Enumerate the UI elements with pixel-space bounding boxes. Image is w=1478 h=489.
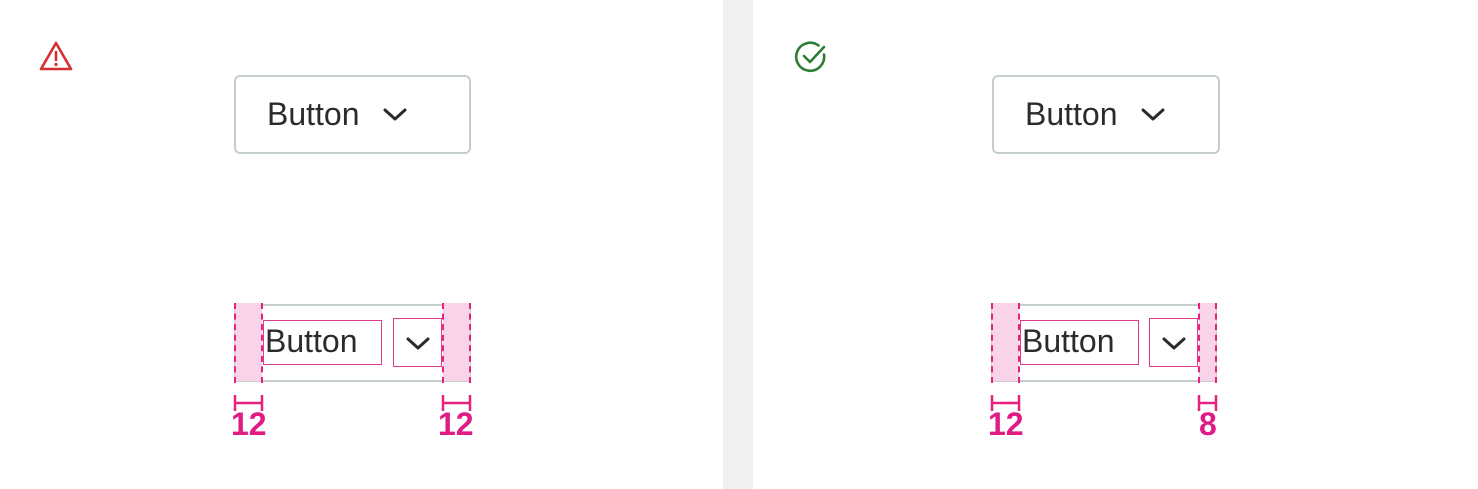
chevron-down-icon — [383, 108, 407, 120]
left-padding-measure — [233, 395, 264, 411]
chevron-down-icon — [1162, 337, 1186, 350]
padding-guide-line — [1215, 303, 1217, 383]
icon-bounding-box — [393, 318, 442, 367]
left-padding-highlight — [992, 303, 1019, 381]
dropdown-button[interactable]: Button — [992, 75, 1220, 154]
left-padding-value: 12 — [231, 406, 267, 442]
right-padding-highlight — [443, 303, 470, 381]
right-padding-value: 12 — [438, 406, 474, 442]
padding-guide-line — [261, 303, 263, 383]
right-padding-measure — [441, 395, 472, 411]
incorrect-example-panel: Button Button 12 12 — [0, 0, 723, 489]
chevron-down-icon — [406, 337, 430, 350]
right-padding-measure — [1197, 395, 1218, 411]
button-label: Button — [267, 96, 360, 132]
right-padding-highlight — [1199, 303, 1216, 381]
chevron-down-icon — [1141, 108, 1165, 120]
padding-guide-line — [442, 303, 444, 383]
dropdown-button[interactable]: Button — [234, 75, 471, 154]
label-bounding-box — [263, 320, 382, 365]
icon-bounding-box — [1149, 318, 1198, 367]
annotated-button-label: Button — [265, 323, 358, 359]
right-padding-value: 8 — [1199, 406, 1217, 442]
padding-annotation: Button — [234, 303, 471, 383]
correct-example-panel: Button Button 12 8 — [753, 0, 1478, 489]
label-bounding-box — [1020, 320, 1139, 365]
left-padding-highlight — [235, 303, 262, 381]
panel-divider — [723, 0, 753, 489]
padding-guide-line — [1198, 303, 1200, 383]
warning-icon — [39, 41, 73, 71]
button-label: Button — [1025, 96, 1118, 132]
padding-guide-line — [469, 303, 471, 383]
left-padding-value: 12 — [988, 406, 1024, 442]
annotated-button-label: Button — [1022, 323, 1115, 359]
padding-guide-line — [234, 303, 236, 383]
padding-guide-line — [1018, 303, 1020, 383]
padding-annotation: Button — [991, 303, 1219, 383]
left-padding-measure — [990, 395, 1021, 411]
padding-guide-line — [991, 303, 993, 383]
check-circle-icon — [794, 41, 826, 73]
